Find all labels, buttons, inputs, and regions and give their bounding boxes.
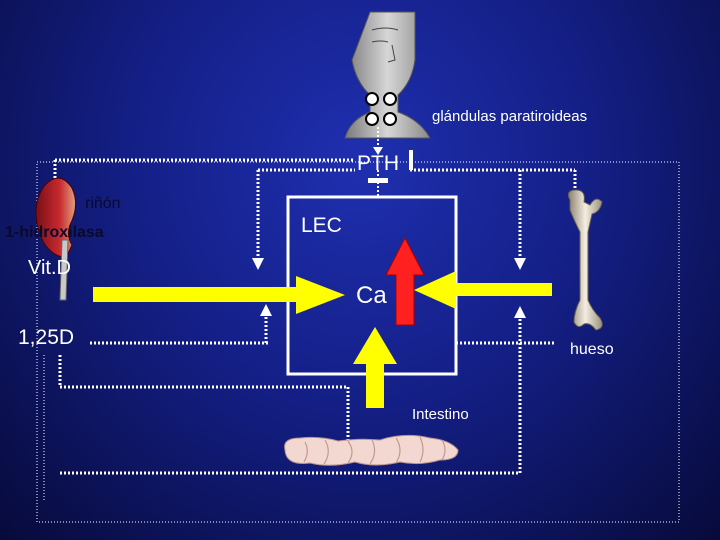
kidney-label: riñón	[85, 195, 121, 212]
lec-label: LEC	[301, 214, 342, 237]
gland-to-pth-arrowhead	[373, 147, 383, 155]
calcium-rise-arrow	[385, 236, 425, 326]
pth-label: PTH	[357, 152, 399, 175]
outer-dotted-frame	[36, 161, 680, 523]
calcium-label: Ca	[356, 282, 387, 309]
kidney-icon	[35, 177, 76, 301]
pth-bar	[368, 178, 388, 183]
bottom-loop-arrowhead	[514, 306, 526, 318]
vitd-label: Vit.D	[28, 257, 71, 279]
parathyroid-glands-icon	[365, 92, 397, 126]
pth-down-arrowhead	[252, 258, 264, 270]
parathyroid-label: glándulas paratiroideas	[432, 108, 587, 125]
head-neck-figure	[344, 11, 431, 139]
intestine-label: Intestino	[412, 406, 469, 423]
bone-label: hueso	[570, 341, 614, 358]
femur-bone-icon	[568, 189, 603, 331]
intestine-icon	[284, 434, 459, 466]
enzyme-label: 1-hidroxilasa	[5, 224, 104, 241]
calcitriol-label: 1,25D	[18, 326, 74, 349]
intestine-to-lec-arrow	[353, 327, 397, 408]
bone-to-lec-arrow	[414, 271, 552, 309]
kidney-to-lec-arrow	[93, 276, 345, 314]
pth-bone-arrowhead	[514, 258, 526, 270]
calcitriol-up-arrowhead	[260, 304, 272, 316]
